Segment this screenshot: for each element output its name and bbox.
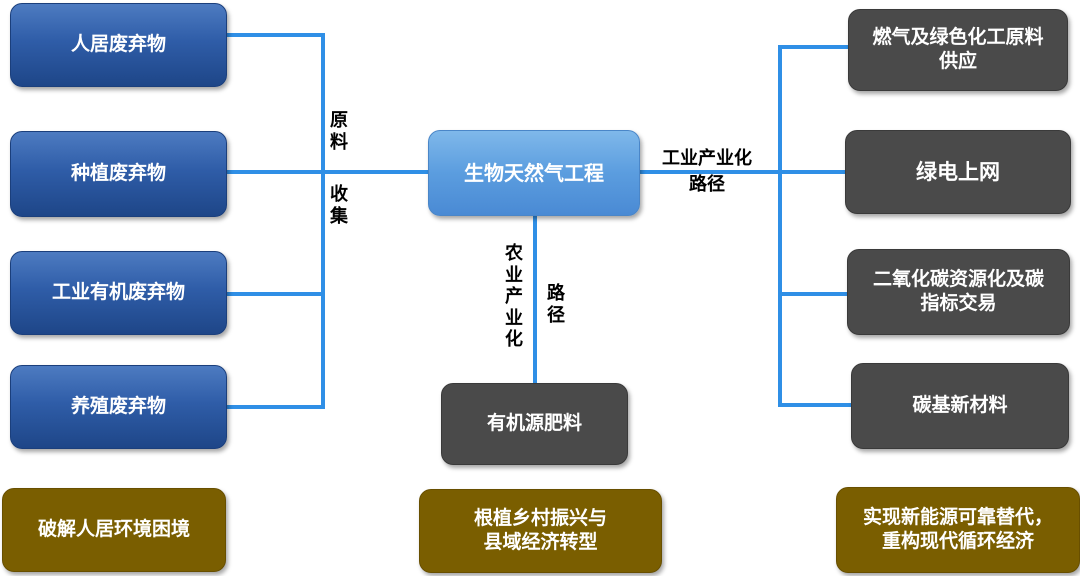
source-box-livestock-waste: 养殖废弃物 <box>10 365 227 449</box>
fertilizer-box: 有机源肥料 <box>441 383 628 465</box>
output-box-carbon-materials: 碳基新材料 <box>851 363 1069 449</box>
output-box-green-power: 绿电上网 <box>845 130 1071 214</box>
source-label: 工业有机废弃物 <box>51 281 185 304</box>
outcome-label: 实现新能源可靠替代， 重构现代循环经济 <box>862 506 1053 552</box>
center-label: 生物天然气工程 <box>464 160 604 185</box>
edge-label-agri: 农业产业化 <box>505 243 523 351</box>
outcome-box-living-environment: 破解人居环境困境 <box>2 488 226 572</box>
output-box-gas-supply: 燃气及绿色化工原料 供应 <box>848 9 1068 91</box>
outcome-box-rural-revitalization: 根植乡村振兴与 县域经济转型 <box>419 489 662 573</box>
outcome-box-circular-economy: 实现新能源可靠替代， 重构现代循环经济 <box>836 487 1080 573</box>
edge-label-collect: 收集 <box>330 184 348 227</box>
edge-label-agri-path: 路径 <box>547 283 565 326</box>
source-box-industrial-waste: 工业有机废弃物 <box>10 251 227 335</box>
connector-left-collector <box>226 33 325 409</box>
output-label: 二氧化碳资源化及碳 指标交易 <box>872 268 1044 314</box>
outcome-label: 根植乡村振兴与 县域经济转型 <box>473 507 607 553</box>
output-box-co2-trading: 二氧化碳资源化及碳 指标交易 <box>847 249 1070 335</box>
center-box-biogas-project: 生物天然气工程 <box>428 130 640 216</box>
edge-label-industrial-path: 工业产业化 路径 <box>662 148 752 196</box>
source-label: 种植废弃物 <box>70 162 166 185</box>
source-box-crop-waste: 种植废弃物 <box>10 131 227 217</box>
output-label: 碳基新材料 <box>912 394 1008 417</box>
source-label: 人居废弃物 <box>70 33 166 56</box>
connector-right-collector <box>778 45 851 407</box>
source-box-domestic-waste: 人居废弃物 <box>10 3 227 87</box>
output-label: 绿电上网 <box>916 159 1000 184</box>
fertilizer-label: 有机源肥料 <box>486 412 582 435</box>
source-label: 养殖废弃物 <box>70 395 166 418</box>
edge-label-raw: 原料 <box>330 110 348 153</box>
output-label: 燃气及绿色化工原料 供应 <box>872 26 1044 72</box>
outcome-label: 破解人居环境困境 <box>37 518 190 541</box>
